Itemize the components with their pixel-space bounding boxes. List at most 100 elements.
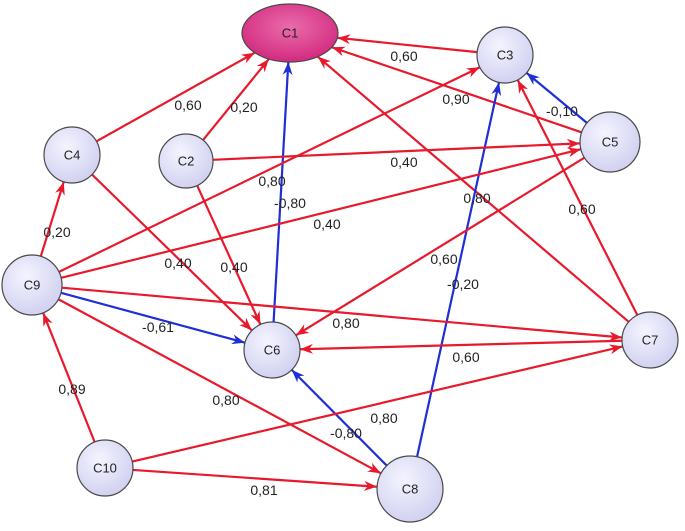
edge-weight-label: 0,20	[230, 99, 257, 115]
edge-line	[331, 46, 582, 134]
edge-line	[290, 369, 388, 467]
arrowhead	[250, 310, 261, 325]
node-label: C9	[24, 278, 41, 293]
edge-weight-label: 0,60	[452, 349, 479, 365]
arrowhead	[43, 312, 53, 327]
arrowhead	[608, 344, 623, 355]
edge-line	[132, 345, 623, 463]
arrowhead	[55, 181, 65, 196]
edge-weight-label: -0,10	[546, 103, 578, 119]
edge-line	[91, 173, 253, 332]
edge-line	[525, 72, 588, 124]
edge-line	[202, 58, 270, 141]
edge-c8-to-c6	[290, 369, 388, 467]
edge-weight-label: 0,80	[370, 410, 397, 426]
edge-c4-to-c6	[91, 173, 253, 332]
edge-weight-label: 0,60	[174, 97, 201, 113]
edges-layer	[39, 34, 639, 491]
edge-line	[272, 61, 290, 323]
edge-weight-label: 0,40	[313, 216, 340, 232]
arrowhead	[491, 82, 502, 97]
edge-line	[295, 156, 586, 337]
edge-c9-to-c4	[39, 181, 65, 257]
arrowhead	[317, 56, 331, 69]
node-shape[interactable]	[76, 439, 134, 497]
arrowhead	[566, 138, 581, 149]
arrowhead	[231, 334, 245, 345]
edge-c5-to-c3	[525, 72, 588, 124]
edge-c8-to-c3	[415, 82, 502, 457]
edge-c5-to-c6	[295, 156, 586, 337]
edge-weight-label: -0,61	[142, 319, 174, 335]
edge-line	[58, 66, 481, 273]
edge-c7-to-c1	[317, 55, 630, 323]
node-shape[interactable]	[241, 3, 339, 63]
edge-c3-to-c1	[337, 34, 478, 54]
arrowhead	[526, 72, 540, 86]
edge-weight-label: 0,40	[390, 154, 417, 170]
edge-line	[57, 298, 382, 475]
arrowhead	[337, 34, 351, 45]
arrowhead	[256, 59, 269, 73]
node-shape[interactable]	[376, 455, 444, 523]
edge-weight-label: -0,20	[447, 276, 479, 292]
arrowhead	[239, 317, 252, 331]
edge-line	[95, 51, 256, 143]
arrowhead	[331, 46, 346, 57]
node-label: C6	[264, 343, 281, 358]
edge-line	[60, 291, 246, 344]
edge-c4-to-c1	[95, 51, 256, 143]
edge-line	[196, 185, 262, 325]
arrowhead	[465, 67, 480, 78]
edge-c9-to-c5	[60, 147, 582, 279]
arrowhead	[240, 52, 255, 64]
edge-line	[212, 142, 581, 161]
node-c6[interactable]: C6	[243, 321, 301, 379]
arrowhead	[367, 462, 381, 474]
node-label: C10	[93, 461, 117, 476]
edge-line	[61, 286, 623, 339]
edge-weight-label: 0,20	[43, 224, 70, 240]
arrowhead	[517, 79, 529, 94]
node-c3[interactable]: C3	[476, 26, 534, 84]
node-shape[interactable]	[579, 111, 641, 173]
edge-weight-label: 0,40	[220, 259, 247, 275]
node-shape[interactable]	[158, 133, 214, 189]
edge-weight-label: -0,80	[274, 195, 306, 211]
node-c1[interactable]: C1	[241, 3, 339, 63]
node-label: C7	[642, 333, 659, 348]
node-label: C4	[64, 148, 81, 163]
edge-weight-label: 0,60	[390, 48, 417, 64]
arrowhead	[363, 480, 378, 491]
edge-line	[42, 312, 96, 443]
node-c5[interactable]: C5	[579, 111, 641, 173]
edge-c9-to-c7	[61, 286, 623, 342]
node-c9[interactable]: C9	[1, 254, 63, 316]
edge-c5-to-c1	[331, 46, 582, 134]
edge-weight-label: 0,80	[258, 173, 285, 189]
edge-c10-to-c8	[132, 468, 378, 491]
node-c10[interactable]: C10	[76, 439, 134, 497]
arrowhead	[299, 343, 314, 354]
node-c8[interactable]: C8	[376, 455, 444, 523]
node-shape[interactable]	[243, 321, 301, 379]
node-c2[interactable]: C2	[158, 133, 214, 189]
node-c4[interactable]: C4	[43, 126, 101, 184]
arrowhead	[295, 324, 310, 336]
edge-weight-label: 0,60	[430, 251, 457, 267]
edge-c2-to-c6	[196, 185, 262, 325]
edge-weight-label: 0,80	[332, 315, 359, 331]
node-shape[interactable]	[43, 126, 101, 184]
node-shape[interactable]	[621, 311, 679, 369]
edge-line	[415, 82, 501, 457]
node-c7[interactable]: C7	[621, 311, 679, 369]
edge-c2-to-c5	[212, 138, 581, 161]
node-shape[interactable]	[476, 26, 534, 84]
arrowhead	[291, 369, 305, 383]
edge-c9-to-c8	[57, 298, 382, 475]
node-shape[interactable]	[1, 254, 63, 316]
edge-c10-to-c7	[132, 344, 623, 463]
edge-weight-label: 0,80	[463, 190, 490, 206]
